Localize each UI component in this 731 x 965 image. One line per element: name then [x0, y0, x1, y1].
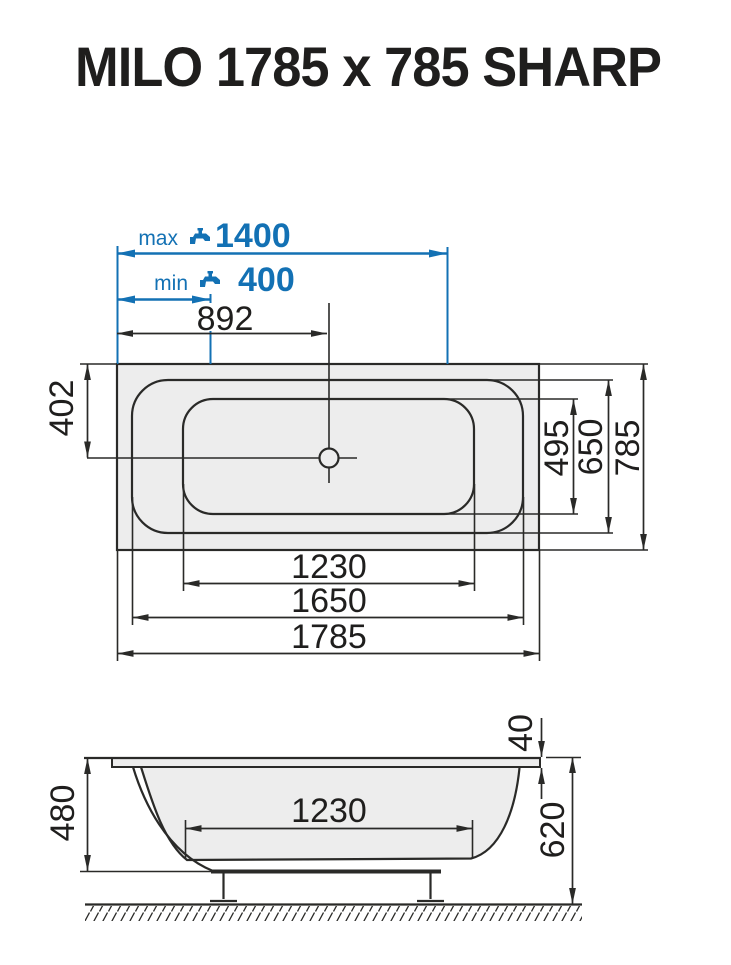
width-dimensions: 495 650 785: [445, 363, 648, 551]
dim-620: 620: [534, 756, 581, 904]
dim-1785-value: 1785: [291, 618, 367, 656]
tub-inner-surface-side: [139, 766, 521, 862]
top-view: max 1400 min 400 892 402: [43, 217, 648, 661]
dim-402: 402: [43, 363, 117, 458]
max-label: max: [138, 227, 178, 250]
side-view: 40 480 620 1230: [44, 714, 582, 921]
tub-rim-deck-side: [111, 757, 541, 768]
dim-40-value: 40: [502, 714, 540, 752]
faucet-icon: [200, 271, 220, 287]
dim-495-value: 495: [538, 420, 576, 477]
extension-lines: [116, 484, 541, 661]
dim-40: 40: [502, 714, 545, 799]
tub-interior-side: [141, 767, 520, 860]
dim-1230-side: 1230: [184, 792, 474, 859]
min-value: 400: [238, 261, 295, 299]
dim-480-value: 480: [44, 785, 82, 842]
dim-480: 480: [44, 758, 211, 873]
dim-402-value: 402: [43, 380, 81, 437]
dim-1230-side-value: 1230: [291, 792, 367, 830]
tub-basin-edge-top: [130, 378, 525, 535]
dim-892-value: 892: [197, 300, 254, 338]
min-label: min: [154, 272, 188, 295]
dim-1650-value: 1650: [291, 582, 367, 620]
dim-892: 892: [117, 300, 327, 338]
page-title: MILO 1785 x 785 SHARP: [75, 35, 661, 98]
dim-620-value: 620: [534, 802, 572, 859]
dim-650-value: 650: [572, 419, 610, 476]
faucet-dimensions: max 1400 min 400: [116, 217, 449, 364]
dim-1230-top-value: 1230: [291, 548, 367, 586]
ground: [85, 903, 582, 921]
dim-785-value: 785: [609, 420, 647, 477]
tub-legs: [210, 873, 444, 903]
length-dimensions: 1230 1650 1785: [116, 484, 541, 661]
extension-lines: [445, 363, 648, 551]
faucet-icon: [190, 228, 210, 244]
tub-outer-wall-side: [131, 766, 214, 873]
max-value: 1400: [215, 217, 291, 255]
drain-symbol: [87, 303, 357, 483]
